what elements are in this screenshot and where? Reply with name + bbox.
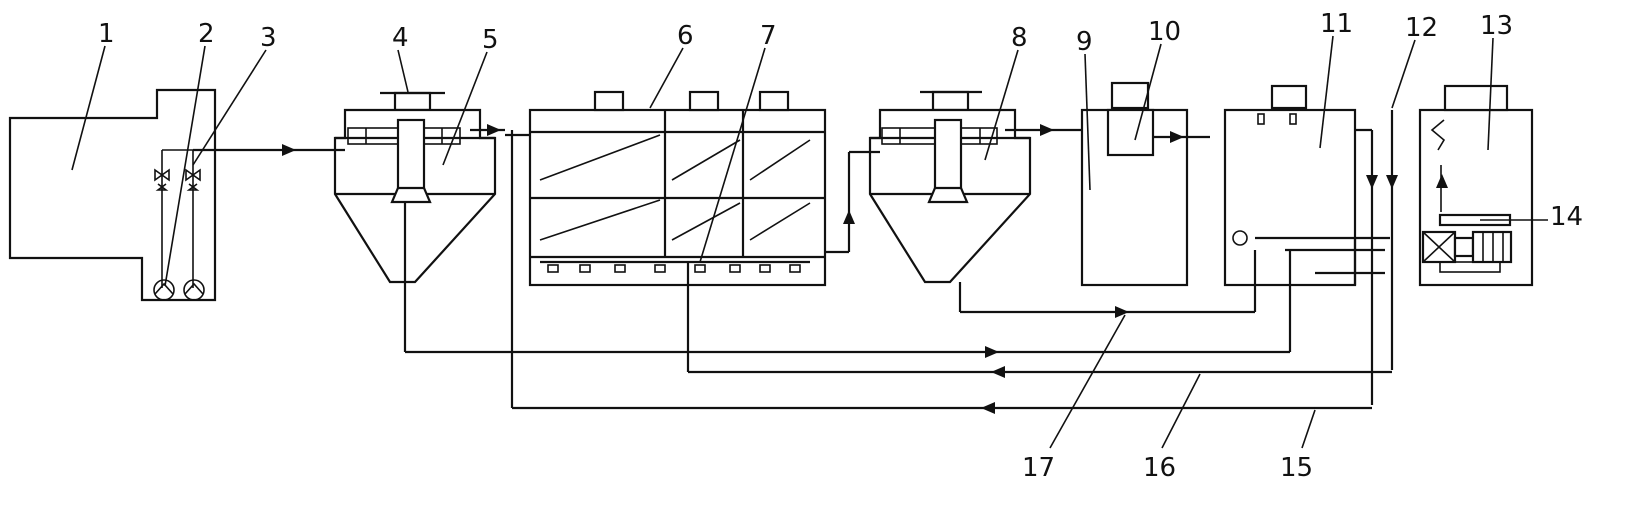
label-2: 2 <box>198 19 215 49</box>
label-12: 12 <box>1405 13 1438 43</box>
valve-icon <box>154 168 201 191</box>
label-15: 15 <box>1280 453 1313 483</box>
label-4: 4 <box>392 23 409 53</box>
label-5: 5 <box>482 25 499 55</box>
label-16: 16 <box>1143 453 1176 483</box>
label-14: 14 <box>1550 202 1583 232</box>
label-3: 3 <box>260 23 277 53</box>
leader-lines <box>71 35 1548 449</box>
flow-arrows <box>282 124 1448 414</box>
clarifier-1 <box>333 91 497 284</box>
label-10: 10 <box>1148 17 1181 47</box>
intermediate-tank <box>1080 81 1189 287</box>
clarifier-2 <box>868 90 1032 284</box>
label-6: 6 <box>677 21 694 51</box>
blower-housing <box>1418 84 1534 287</box>
label-17: 17 <box>1022 453 1055 483</box>
pump-icon <box>153 279 205 301</box>
reactor-tank <box>528 90 827 287</box>
part-labels: 1 2 3 4 5 6 7 8 9 10 11 12 13 14 15 16 1… <box>98 9 1583 483</box>
label-1: 1 <box>98 19 115 49</box>
diffuser-row <box>547 264 801 273</box>
label-7: 7 <box>760 21 777 51</box>
source-tank <box>8 88 217 302</box>
label-11: 11 <box>1320 9 1353 39</box>
label-9: 9 <box>1076 27 1093 57</box>
label-8: 8 <box>1011 23 1028 53</box>
label-13: 13 <box>1480 11 1513 41</box>
